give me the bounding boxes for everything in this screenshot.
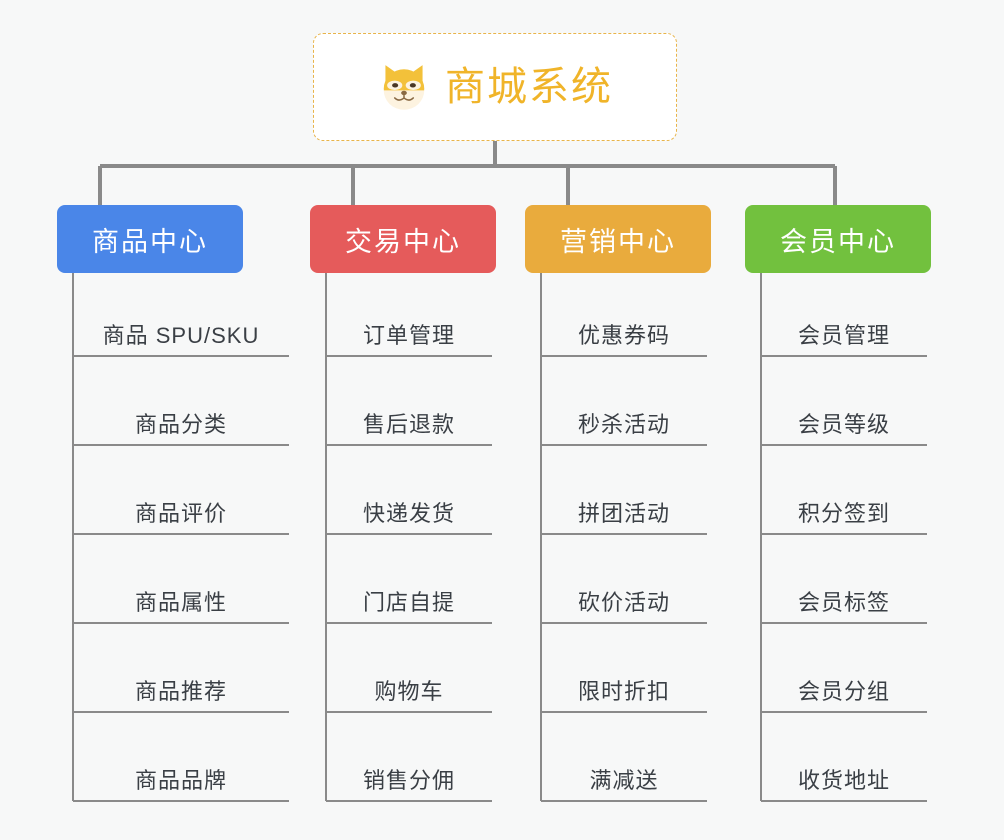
branch-3-item-2[interactable]: 秒杀活动 [541,399,707,445]
leaf-label: 销售分佣 [362,768,455,793]
branch-2-item-3[interactable]: 快递发货 [326,488,492,534]
leaf-label: 拼团活动 [577,501,670,526]
branch-4-item-1[interactable]: 会员管理 [761,310,927,356]
branch-3-item-6[interactable]: 满减送 [541,755,707,801]
branch-2-item-5[interactable]: 购物车 [326,666,492,712]
branch-header-label: 会员中心 [780,226,896,257]
branch-1-item-3[interactable]: 商品评价 [73,488,289,534]
branch-4-item-2[interactable]: 会员等级 [761,399,927,445]
branch-header-label: 商品中心 [92,226,208,257]
root-node[interactable]: 商城系统 [313,33,677,141]
branch-4-item-4[interactable]: 会员标签 [761,577,927,623]
leaf-label: 会员标签 [797,590,890,615]
branch-2-item-4[interactable]: 门店自提 [326,577,492,623]
branch-header-4[interactable]: 会员中心 [745,205,931,273]
branch-1-item-2[interactable]: 商品分类 [73,399,289,445]
leaf-label: 会员分组 [797,679,890,704]
branch-1-item-1[interactable]: 商品 SPU/SKU [73,310,289,356]
leaf-label: 秒杀活动 [577,412,670,437]
branch-2-item-1[interactable]: 订单管理 [326,310,492,356]
shiba-dog-face-icon [383,65,425,110]
leaf-label: 砍价活动 [577,590,670,615]
branch-2-item-2[interactable]: 售后退款 [326,399,492,445]
branch-3-item-1[interactable]: 优惠券码 [541,310,707,356]
branch-header-1[interactable]: 商品中心 [57,205,243,273]
branch-header-2[interactable]: 交易中心 [310,205,496,273]
branch-header-label: 营销中心 [560,226,676,257]
branch-4-item-5[interactable]: 会员分组 [761,666,927,712]
leaf-label: 商品推荐 [134,679,227,704]
branch-header-3[interactable]: 营销中心 [525,205,711,273]
leaf-label: 快递发货 [362,501,455,526]
branch-1-item-4[interactable]: 商品属性 [73,577,289,623]
leaf-label: 商品评价 [134,501,227,526]
branch-4-item-3[interactable]: 积分签到 [761,488,927,534]
root-title: 商城系统 [445,65,613,109]
leaf-label: 限时折扣 [577,679,670,704]
leaf-label: 售后退款 [362,412,455,437]
leaf-label: 商品属性 [134,590,227,615]
leaf-label: 满减送 [589,768,659,793]
branch-1-item-6[interactable]: 商品品牌 [73,755,289,801]
branch-header-label: 交易中心 [345,226,461,257]
branch-3-item-3[interactable]: 拼团活动 [541,488,707,534]
leaf-label: 优惠券码 [577,323,670,348]
branch-4-item-6[interactable]: 收货地址 [761,755,927,801]
branch-3-item-4[interactable]: 砍价活动 [541,577,707,623]
leaf-label: 积分签到 [797,501,890,526]
leaf-label: 商品分类 [134,412,227,437]
branch-1-item-5[interactable]: 商品推荐 [73,666,289,712]
leaf-label: 订单管理 [362,323,455,348]
leaf-label: 商品品牌 [134,768,227,793]
leaf-label: 收货地址 [797,768,890,793]
leaf-label: 购物车 [374,679,444,704]
leaf-label: 门店自提 [362,590,455,615]
branch-2-item-6[interactable]: 销售分佣 [326,755,492,801]
leaf-label: 会员等级 [797,412,890,437]
leaf-label: 会员管理 [797,323,890,348]
branch-3-item-5[interactable]: 限时折扣 [541,666,707,712]
leaf-label: 商品 SPU/SKU [102,323,260,348]
